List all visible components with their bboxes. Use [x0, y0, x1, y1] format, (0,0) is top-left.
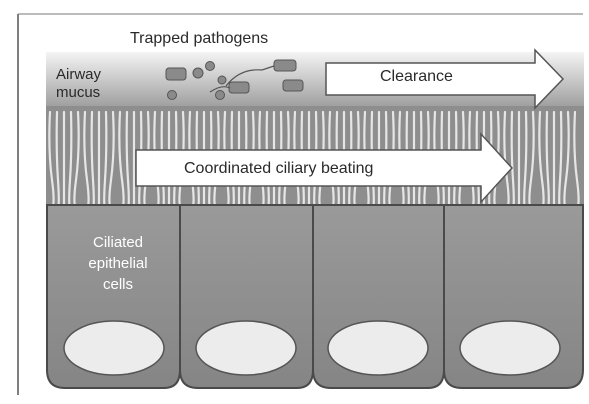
pathogen-coccus	[206, 62, 215, 71]
pathogen-coccus	[168, 91, 177, 100]
trapped-pathogens-label: Trapped pathogens	[130, 30, 268, 48]
ciliated-cells-label: Ciliated epithelial cells	[70, 232, 166, 295]
pathogen-rod	[274, 60, 296, 71]
nucleus-4	[460, 321, 560, 375]
pathogen-rod	[283, 80, 303, 91]
nucleus-1	[64, 321, 164, 375]
ciliary-beating-label: Coordinated ciliary beating	[184, 160, 373, 178]
nucleus-2	[196, 321, 296, 375]
pathogen-coccus	[216, 91, 225, 100]
pathogen-rod	[166, 68, 186, 80]
pathogen-coccus	[218, 76, 226, 84]
nucleus-3	[328, 321, 428, 375]
clearance-label: Clearance	[380, 68, 453, 86]
airway-mucus-label: Airway mucus	[56, 66, 101, 102]
pathogen-coccus	[193, 68, 203, 78]
pathogen-rod	[229, 82, 249, 93]
